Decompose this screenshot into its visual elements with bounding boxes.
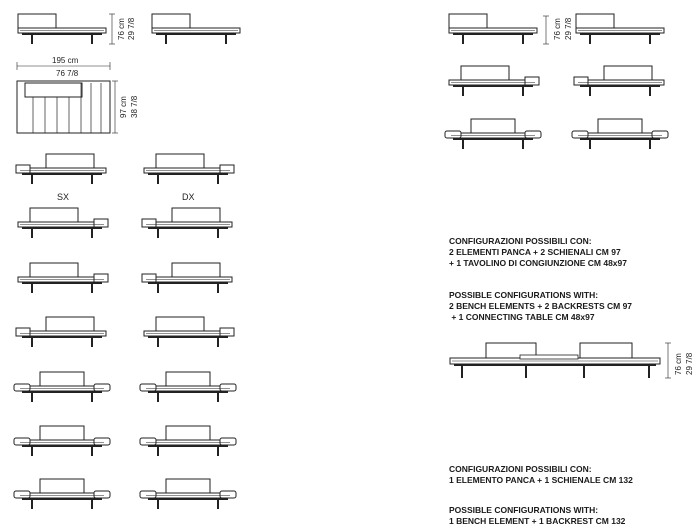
height-dimension: 76 cm 29 7/8 — [109, 13, 136, 45]
note-it-double: CONFIGURAZIONI POSSIBILI CON: 2 ELEMENTI… — [449, 236, 694, 269]
label-dx: DX — [182, 192, 195, 202]
right-height-in: 29 7/8 — [564, 17, 573, 40]
note-line: 1 BENCH ELEMENT + 1 BACKREST CM 132 — [449, 516, 626, 526]
right-height-dimension: 76 cm 29 7/8 — [543, 15, 573, 45]
right-height-cm: 76 cm — [553, 18, 562, 40]
bench-height-cm: 76 cm — [674, 353, 683, 375]
bench-height-dimension: 76 cm 29 7/8 — [665, 342, 694, 379]
top-view: 195 cm 76 7/8 97 cm 38 7/8 — [16, 56, 139, 134]
note-line: POSSIBLE CONFIGURATIONS WITH: — [449, 290, 599, 300]
note-line: 2 ELEMENTI PANCA + 2 SCHIENALI CM 97 — [449, 247, 621, 257]
top-depth-in: 38 7/8 — [130, 95, 139, 118]
bench-height-in: 29 7/8 — [685, 352, 694, 375]
note-line: CONFIGURAZIONI POSSIBILI CON: — [449, 236, 592, 246]
top-width-in: 76 7/8 — [56, 69, 79, 78]
note-en-single: POSSIBLE CONFIGURATIONS WITH: 1 BENCH EL… — [449, 505, 694, 527]
long-bench-configuration — [449, 342, 661, 378]
note-line: 1 ELEMENTO PANCA + 1 SCHIENALE CM 132 — [449, 475, 633, 485]
note-en-double: POSSIBLE CONFIGURATIONS WITH: 2 BENCH EL… — [449, 290, 694, 323]
front-view-right — [151, 13, 241, 45]
label-sx: SX — [57, 192, 69, 202]
top-width-cm: 195 cm — [52, 56, 79, 65]
config-grid-left: SX DX — [13, 153, 237, 510]
front-view-left — [17, 13, 107, 45]
top-depth-cm: 97 cm — [119, 96, 128, 118]
note-line: + 1 CONNECTING TABLE CM 48x97 — [449, 312, 595, 322]
note-it-single: CONFIGURAZIONI POSSIBILI CON: 1 ELEMENTO… — [449, 464, 694, 486]
note-line: CONFIGURAZIONI POSSIBILI CON: — [449, 464, 592, 474]
note-line: 2 BENCH ELEMENTS + 2 BACKRESTS CM 97 — [449, 301, 633, 311]
note-line: + 1 TAVOLINO DI CONGIUNZIONE CM 48x97 — [449, 258, 627, 268]
note-line: POSSIBLE CONFIGURATIONS WITH: — [449, 505, 599, 515]
front-height-in: 29 7/8 — [127, 17, 136, 40]
front-height-cm: 76 cm — [117, 18, 126, 40]
